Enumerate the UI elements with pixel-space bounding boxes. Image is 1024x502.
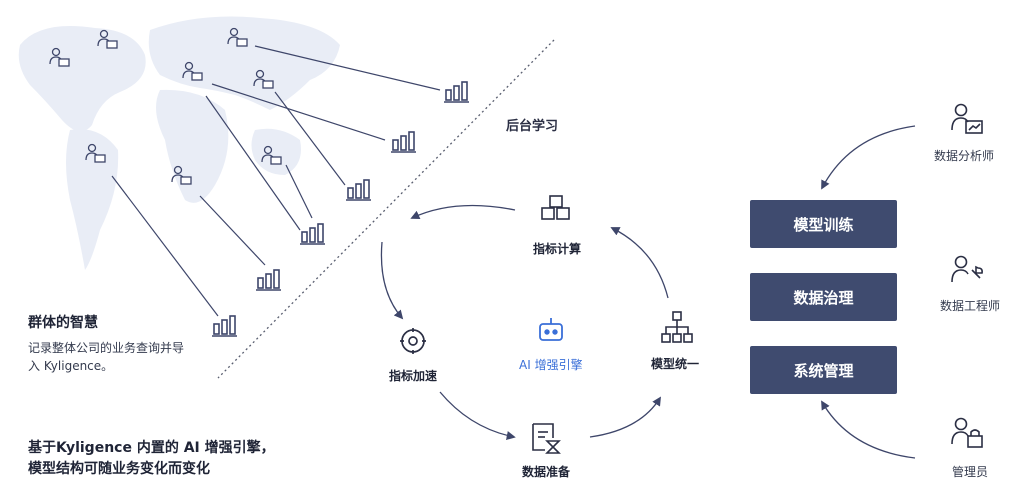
robot-icon	[539, 318, 563, 341]
prepare-label: 数据准备	[522, 465, 571, 479]
analyst-label: 数据分析师	[934, 149, 995, 163]
bar-chart-icon	[391, 131, 416, 153]
unify-label: 模型统一	[651, 357, 700, 371]
data-governance-box: 数据治理	[750, 273, 897, 321]
user-code-icon	[85, 143, 106, 163]
bar-chart-icon	[300, 223, 325, 245]
document-icon	[532, 423, 561, 454]
cubes-icon	[541, 195, 570, 220]
world-map	[18, 16, 340, 270]
bar-chart-icon	[212, 315, 237, 337]
wisdom-title: 群体的智慧	[28, 315, 98, 331]
wisdom-line2: 入 Kyligence。	[28, 359, 114, 373]
background-learning-label: 后台学习	[506, 119, 559, 134]
system-management-box: 系统管理	[750, 346, 897, 394]
bar-chart-icon	[444, 81, 469, 103]
gear-icon	[400, 328, 426, 354]
admin-label: 管理员	[952, 465, 989, 479]
bar-chart-icon	[346, 179, 371, 201]
user-code-icon	[261, 145, 282, 165]
note-line1: 基于Kyligence 内置的 AI 增强引擎，	[28, 440, 275, 456]
user-code-icon	[227, 27, 248, 47]
query-lines	[111, 45, 441, 317]
user-code-icon	[253, 69, 274, 89]
hierarchy-icon	[661, 311, 693, 343]
role-icons	[951, 103, 983, 448]
charts	[212, 81, 469, 337]
role-arrows	[821, 125, 916, 459]
user-code-icon	[49, 47, 70, 67]
user-code-icon	[182, 61, 203, 81]
analyst-icon	[951, 103, 983, 134]
wisdom-line1: 记录整体公司的业务查询并导	[28, 341, 185, 355]
user-code-icon	[171, 165, 192, 185]
model-training-box: 模型训练	[750, 200, 897, 248]
bar-chart-icon	[256, 269, 281, 291]
accelerate-label: 指标加速	[389, 369, 438, 383]
engineer-label: 数据工程师	[940, 299, 1001, 313]
users	[49, 27, 282, 185]
cycle-arrows	[380, 204, 669, 440]
note-line2: 模型结构可随业务变化而变化	[28, 461, 210, 477]
user-code-icon	[97, 29, 118, 49]
compute-label: 指标计算	[533, 242, 582, 256]
engineer-icon	[951, 255, 983, 283]
ai-engine-label: AI 增强引擎	[519, 358, 583, 372]
admin-icon	[951, 417, 983, 448]
